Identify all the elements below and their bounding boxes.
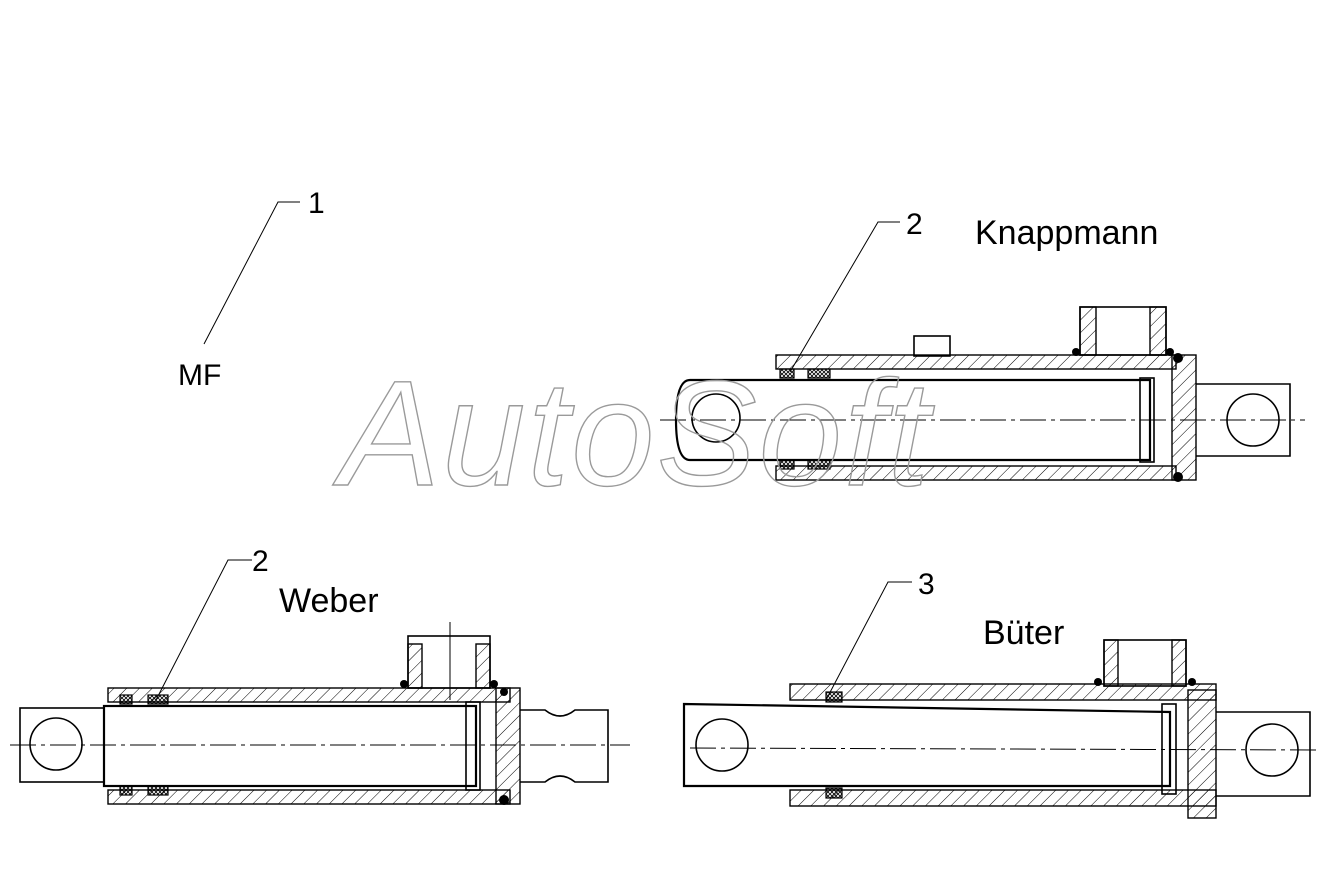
rod-eye xyxy=(691,393,741,443)
piston-rod xyxy=(102,704,478,788)
callout-number-weber: 2 xyxy=(252,545,269,578)
piston-rod xyxy=(674,378,1152,462)
seal xyxy=(147,694,169,705)
callout-number-buter: 3 xyxy=(918,568,935,601)
watermark-autosoft: AutoSoft xyxy=(332,349,935,517)
cylinder-buter: Büter 3 xyxy=(682,568,1321,819)
end-cap xyxy=(495,687,521,805)
barrel-wall-bottom xyxy=(789,789,1217,807)
seal xyxy=(119,785,133,796)
leader-line-knappmann xyxy=(789,221,900,373)
seal xyxy=(119,694,133,705)
rod-eye xyxy=(29,717,83,771)
leader-line-buter xyxy=(825,581,912,701)
callout-mf: 1 MF xyxy=(178,187,325,392)
callout-number-knappmann: 2 xyxy=(906,208,923,241)
seal xyxy=(807,459,831,470)
label-mf: MF xyxy=(178,359,221,392)
cylinder-weber: Weber 2 xyxy=(10,545,630,805)
seal xyxy=(807,368,831,379)
piston-rod xyxy=(682,702,1172,788)
clevis xyxy=(1196,383,1291,457)
seal xyxy=(825,787,843,799)
seal xyxy=(147,785,169,796)
centerline xyxy=(689,747,1321,751)
tail-stub xyxy=(520,709,609,783)
clevis xyxy=(1216,711,1311,797)
seal xyxy=(825,691,843,703)
label-buter: Büter xyxy=(983,614,1064,652)
label-knappmann: Knappmann xyxy=(975,214,1158,252)
piston xyxy=(465,701,481,791)
seal xyxy=(779,368,795,379)
seal xyxy=(779,459,795,470)
cylinder-knappmann: Knappmann 2 xyxy=(660,208,1305,482)
bleed-fitting xyxy=(913,335,951,357)
leader-line-1 xyxy=(203,201,300,345)
leader-line-weber xyxy=(155,559,252,701)
label-weber: Weber xyxy=(279,582,379,620)
end-cap xyxy=(1187,689,1217,819)
rod-eye xyxy=(695,718,749,772)
callout-number-1: 1 xyxy=(308,187,325,220)
end-cap xyxy=(1171,354,1197,481)
